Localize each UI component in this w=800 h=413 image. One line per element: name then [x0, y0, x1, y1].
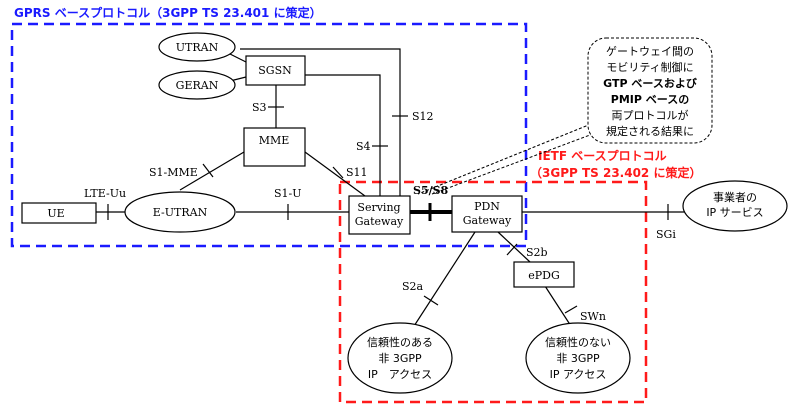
untrusted-access-line2: 非 3GPP — [556, 352, 600, 365]
utran-label: UTRAN — [176, 41, 219, 54]
s1-u-label: S1-U — [274, 187, 302, 200]
trusted-access-node — [347, 322, 453, 394]
s11-label: S11 — [346, 166, 368, 179]
geran-label: GERAN — [176, 79, 219, 92]
reference-ticks — [107, 106, 669, 314]
epdg-node — [513, 261, 575, 288]
callout-line6: 規定される結果に — [606, 124, 694, 138]
e-utran-node — [124, 191, 236, 233]
operator-ip-services-line1: 事業者の — [713, 191, 757, 204]
serving-gateway-label-line2: Gateway — [355, 215, 404, 228]
swn-label: SWn — [580, 310, 606, 323]
ietf-region — [338, 180, 648, 404]
callout-line3: GTP ベースおよび — [603, 76, 698, 90]
callout-line2: モビリティ制御に — [606, 60, 693, 74]
ietf-region-title-line2: （3GPP TS 23.402 に策定） — [530, 165, 701, 180]
e-utran-label: E-UTRAN — [153, 206, 208, 219]
serving-gateway-node — [348, 195, 411, 235]
s1-mme-label: S1-MME — [149, 166, 198, 179]
callout-line5: 両プロトコルが — [612, 108, 689, 122]
serving-gateway-label-line1: Serving — [357, 201, 400, 214]
mme-node — [243, 127, 306, 167]
callout-pointer-2 — [431, 131, 599, 195]
sgsn-sgw-line — [305, 74, 381, 196]
mme-label: MME — [259, 134, 290, 147]
untrusted-access-node — [525, 322, 631, 394]
mme-eutran-line — [179, 151, 245, 191]
ue-node — [21, 202, 97, 224]
trusted-access-line1: 信頼性のある — [367, 335, 433, 349]
callout-line4: PMIP ベースの — [611, 93, 689, 106]
untrusted-access-line3: IP アクセス — [550, 368, 607, 381]
s5-s8-label: S5/S8 — [413, 184, 449, 197]
trusted-access-line2: 非 3GPP — [378, 352, 422, 365]
operator-ip-services-node — [682, 180, 788, 232]
geran-node — [158, 70, 236, 100]
gprs-region — [10, 22, 528, 248]
operator-ip-services-line2: IP サービス — [706, 206, 763, 219]
callout-line1: ゲートウェイ間の — [606, 45, 694, 58]
lte-uu-label: LTE-Uu — [84, 187, 126, 200]
sgsn-node — [245, 55, 306, 86]
ietf-region-title-line1: IETF ベースプロトコル — [538, 148, 667, 163]
untrusted-access-line1: 信頼性のない — [545, 335, 611, 349]
sgi-label: SGi — [656, 228, 676, 241]
utran-sgw-line — [240, 48, 401, 196]
pdn-gateway-label-line1: PDN — [474, 200, 500, 213]
s12-label: S12 — [412, 110, 434, 123]
sgsn-label: SGSN — [258, 64, 292, 77]
pdngw-trusted-line — [404, 231, 476, 341]
s2a-label: S2a — [402, 280, 424, 293]
epdg-label: ePDG — [528, 269, 560, 282]
trusted-access-line3: IP アクセス — [368, 368, 432, 381]
s4-label: S4 — [356, 140, 371, 153]
s3-label: S3 — [252, 101, 267, 114]
callout-bubble — [587, 37, 713, 144]
mme-sgw-line — [304, 151, 366, 197]
gprs-region-title: GPRS ベースプロトコル（3GPP TS 23.401 に策定） — [14, 5, 322, 20]
ue-label: UE — [47, 207, 64, 220]
utran-node — [158, 32, 236, 62]
callout-pointer-1 — [417, 123, 592, 195]
pdn-gateway-label-line2: Gateway — [463, 214, 512, 227]
pdn-gateway-node — [451, 195, 523, 233]
s2b-label: S2b — [526, 246, 548, 259]
